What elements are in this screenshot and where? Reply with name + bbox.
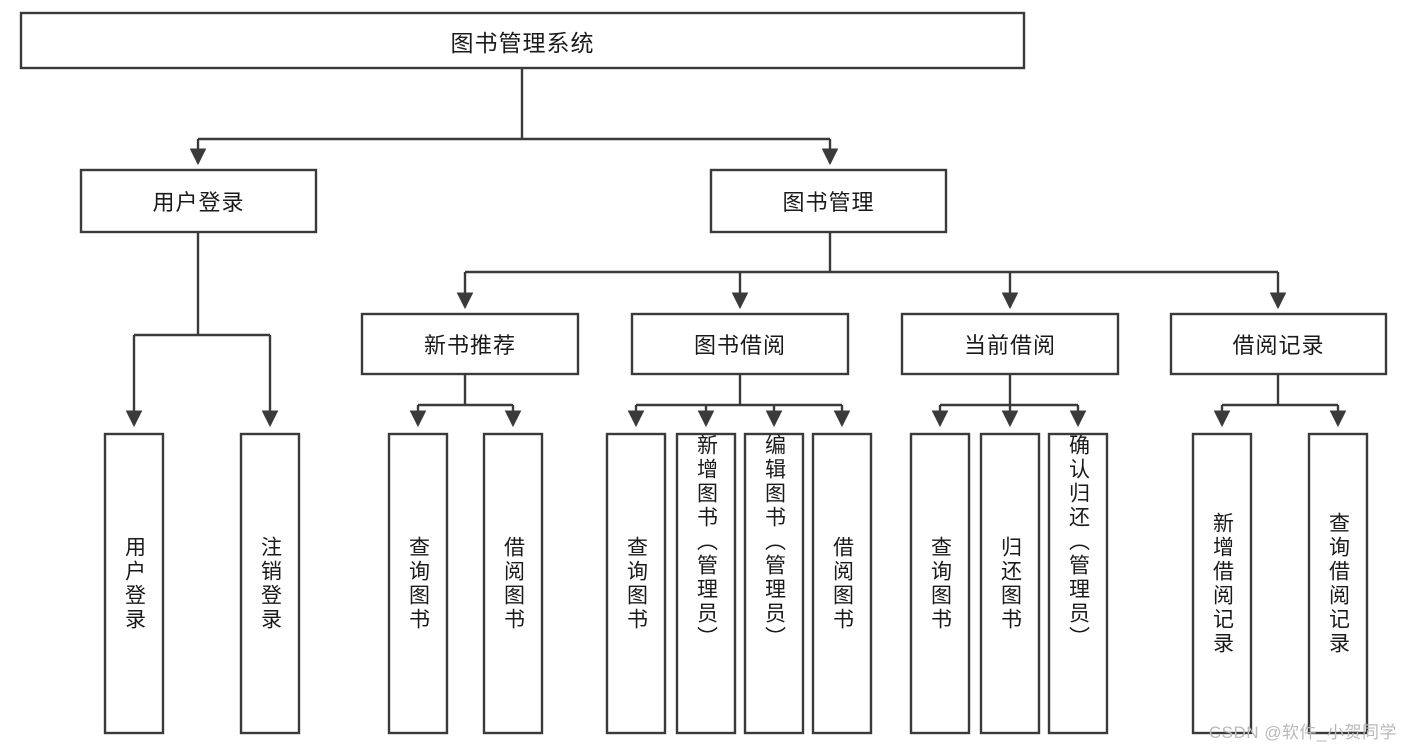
leaf-current-borrow-1[interactable] [979, 432, 1041, 735]
leaf-user-login-0[interactable] [103, 432, 165, 735]
leaf-current-borrow-2[interactable] [1047, 432, 1109, 735]
leaf-new-book-0[interactable] [387, 432, 449, 735]
leaf-book-borrow-1[interactable] [675, 432, 737, 735]
edge-bookmgmt-to-level3 [456, 232, 1287, 310]
edge-userlogin-to-leaves [125, 232, 279, 428]
edge-bookborrow-to-leaves [627, 374, 851, 428]
node-user-login[interactable] [79, 168, 318, 234]
leaf-borrow-record-1[interactable] [1307, 432, 1369, 735]
leaf-current-borrow-0[interactable] [909, 432, 971, 735]
node-current-borrow[interactable] [900, 312, 1120, 376]
leaf-new-book-1[interactable] [482, 432, 544, 735]
node-new-book-recommend[interactable] [360, 312, 580, 376]
leaf-book-borrow-0[interactable] [605, 432, 667, 735]
node-root[interactable] [19, 11, 1026, 70]
node-borrow-record[interactable] [1169, 312, 1388, 376]
edge-borrowrecord-to-leaves [1213, 374, 1347, 428]
leaf-book-borrow-2[interactable] [743, 432, 805, 735]
edge-currentborrow-to-leaves [931, 374, 1087, 428]
edge-newbook-to-leaves [409, 374, 522, 428]
leaf-user-login-1[interactable] [239, 432, 301, 735]
leaf-book-borrow-3[interactable] [811, 432, 873, 735]
node-book-management[interactable] [709, 168, 948, 234]
leaf-borrow-record-0[interactable] [1191, 432, 1253, 735]
edge-root-to-level2 [189, 68, 839, 166]
node-book-borrow[interactable] [630, 312, 850, 376]
watermark-text: CSDN @软件_小贺同学 [1208, 723, 1397, 742]
